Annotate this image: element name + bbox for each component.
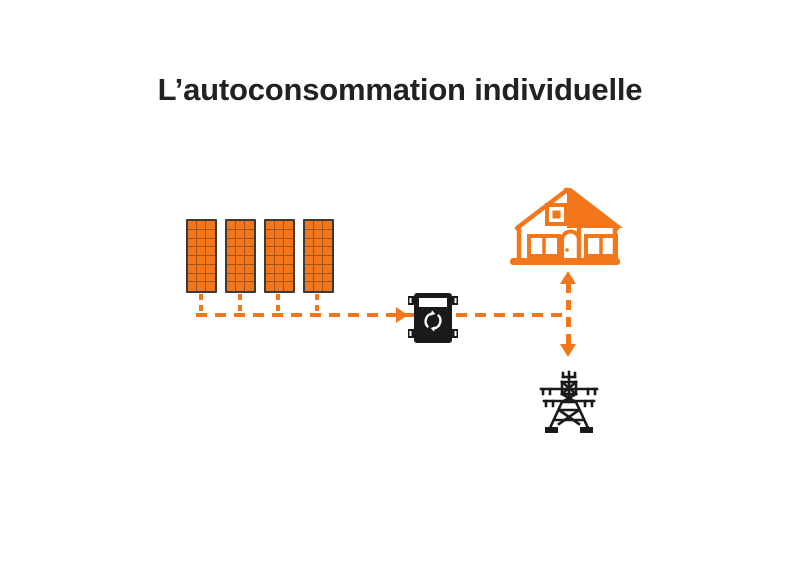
solar-cell-grid bbox=[266, 221, 293, 291]
solar-panel bbox=[264, 219, 295, 293]
solar-cell-grid bbox=[305, 221, 332, 291]
solar-panel-face bbox=[188, 221, 215, 291]
panel-connector-stub bbox=[276, 294, 280, 314]
inverter-icon bbox=[408, 292, 458, 344]
solar-cell-grid bbox=[227, 221, 254, 291]
house-icon bbox=[505, 184, 625, 268]
solar-panel-face bbox=[305, 221, 332, 291]
solar-panel bbox=[303, 219, 334, 293]
arrow-down-to-grid-icon bbox=[560, 344, 576, 357]
solar-panel bbox=[225, 219, 256, 293]
solar-panel-face bbox=[266, 221, 293, 291]
solar-panel-array bbox=[186, 219, 334, 293]
inverter-to-junction-line bbox=[456, 313, 568, 317]
array-to-inverter-line bbox=[196, 313, 418, 317]
array-to-inverter-arrow-icon bbox=[396, 307, 408, 323]
panel-connector-stub bbox=[315, 294, 319, 314]
house-grid-vertical-line bbox=[566, 283, 571, 345]
arrow-up-to-house-icon bbox=[560, 271, 576, 284]
solar-cell-grid bbox=[188, 221, 215, 291]
panel-connector-stub bbox=[199, 294, 203, 314]
solar-panel-face bbox=[227, 221, 254, 291]
solar-panel bbox=[186, 219, 217, 293]
electricity-pylon-icon bbox=[538, 368, 600, 434]
panel-connector-stub bbox=[238, 294, 242, 314]
page-title: L’autoconsommation individuelle bbox=[157, 72, 643, 107]
